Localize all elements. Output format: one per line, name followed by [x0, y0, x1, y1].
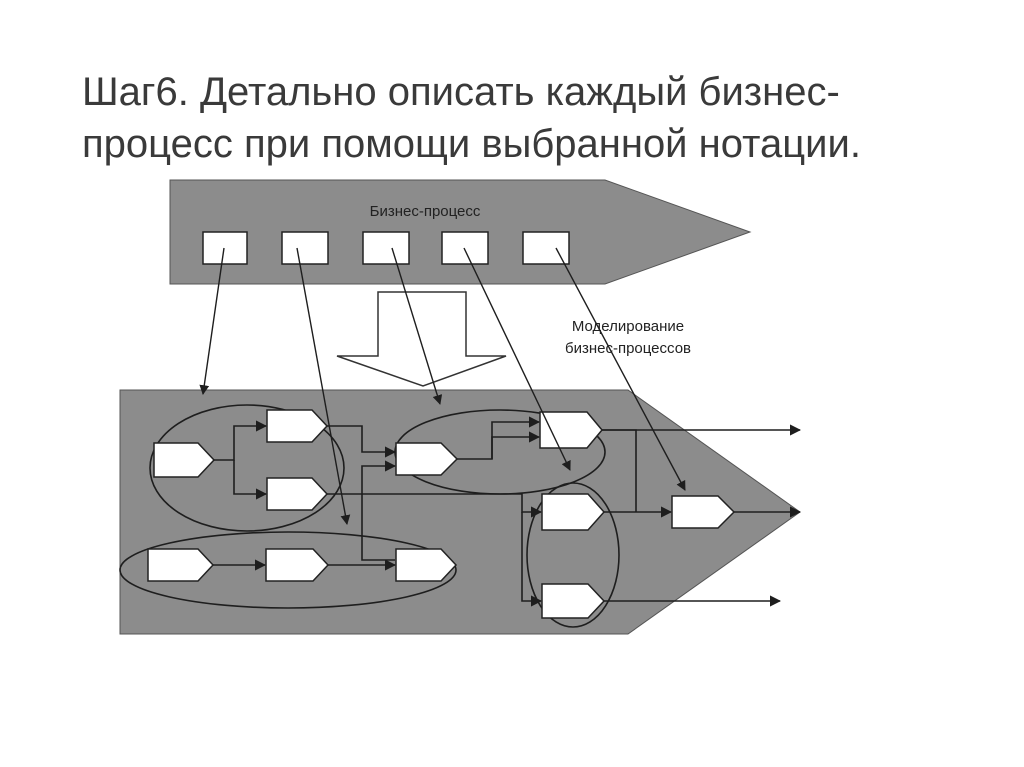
modeling-label-line-1: Моделирование: [572, 318, 684, 335]
process-node-b1: [147, 548, 215, 582]
process-node-a3: [266, 477, 329, 511]
process-node-a1: [153, 442, 216, 478]
group-ellipse-4: [526, 482, 620, 628]
group-ellipse-1: [149, 404, 345, 532]
top-box-2: [281, 231, 329, 265]
slide-title: Шаг6. Детально описать каждый бизнес- пр…: [82, 70, 861, 166]
connectors: [213, 416, 802, 607]
down-arrow: [336, 291, 507, 387]
top-box-3: [362, 231, 410, 265]
top-box-1: [202, 231, 248, 265]
modeling-label-line-2: бизнес-процессов: [565, 340, 691, 357]
mapping-arrows: [199, 247, 686, 525]
top-process-label: Бизнес-процесс: [370, 203, 481, 220]
group-ellipse-2: [119, 531, 457, 609]
process-node-b2: [265, 548, 330, 582]
process-node-d1: [541, 493, 606, 531]
process-node-b3: [395, 548, 458, 582]
process-node-a2: [266, 409, 329, 443]
process-node-d2: [541, 583, 606, 619]
top-box-4: [441, 231, 489, 265]
process-node-e1: [671, 495, 736, 529]
